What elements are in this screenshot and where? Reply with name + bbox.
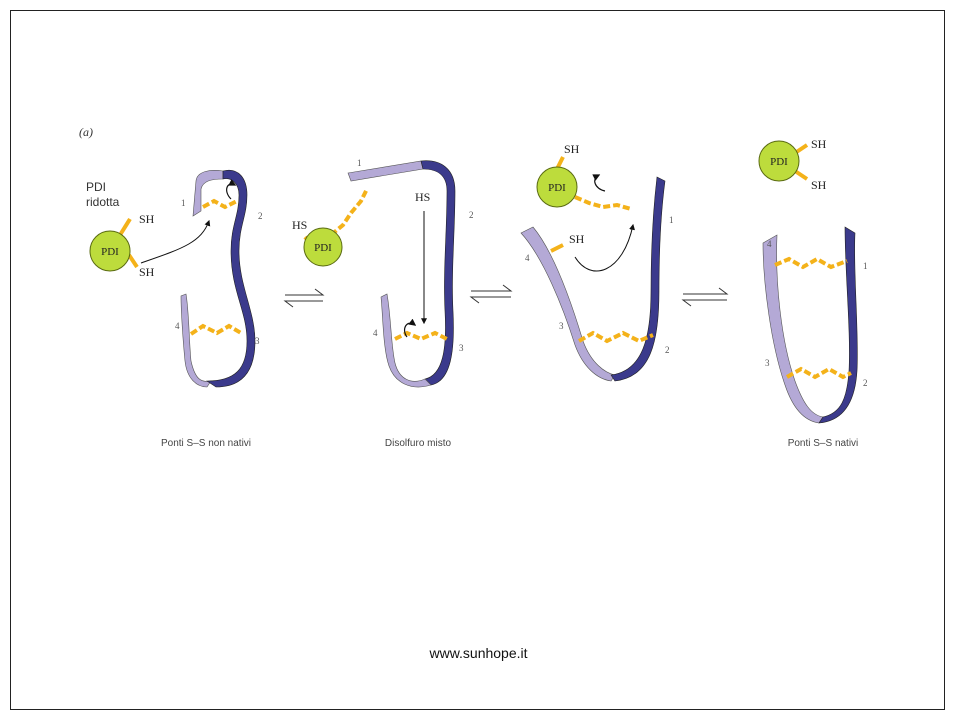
curly-arrow-top — [595, 175, 605, 191]
num-3: 3 — [459, 343, 464, 353]
strand-light-lower — [181, 294, 211, 387]
hs-pdi-label: HS — [292, 218, 307, 232]
sh-bottom-label: SH — [811, 178, 827, 192]
num-2: 2 — [258, 211, 263, 221]
strand-dark — [819, 227, 857, 423]
num-4: 4 — [767, 239, 772, 249]
pdi-sh-stub-bottom — [795, 171, 807, 179]
pdi-title-line1: PDI — [86, 180, 106, 194]
stage-1-nonnative: PDI ridotta PDI SH SH 1 2 4 3 Ponti S–S … — [86, 170, 263, 449]
pdi-label: PDI — [548, 182, 566, 194]
pdi-chain-bond — [575, 197, 631, 209]
equilibrium-arrow-2 — [471, 285, 511, 303]
pdi-label: PDI — [770, 156, 788, 168]
pdi-label: PDI — [314, 242, 332, 254]
num-3: 3 — [765, 358, 770, 368]
num-4: 4 — [175, 321, 180, 331]
num-2: 2 — [469, 210, 474, 220]
footer-url: www.sunhope.it — [11, 645, 945, 661]
disulfide-bond-3-2 — [579, 333, 653, 341]
sh-chain-stub — [551, 245, 563, 251]
strand-light — [521, 227, 615, 381]
disulfide-bond-4-3 — [191, 326, 241, 334]
attack-arrow — [141, 221, 209, 263]
pdi-title-line2: ridotta — [86, 195, 120, 209]
num-1: 1 — [863, 261, 868, 271]
num-1: 1 — [357, 158, 362, 168]
caption-mixed: Disolfuro misto — [385, 438, 452, 449]
num-3: 3 — [559, 321, 564, 331]
caption-native: Ponti S–S nativi — [788, 438, 859, 449]
equilibrium-arrow-1 — [285, 289, 323, 307]
pdi-chain-bond — [331, 189, 367, 235]
hs-chain-label: HS — [415, 190, 430, 204]
sh-pdi-label: SH — [564, 142, 580, 156]
curly-arrow — [227, 184, 235, 199]
sh-bottom-label: SH — [139, 265, 155, 279]
caption-nonnative: Ponti S–S non nativi — [161, 438, 251, 449]
slide: (a) PDI ridotta PDI SH SH 1 2 4 3 Ponti … — [10, 10, 945, 710]
num-2: 2 — [863, 378, 868, 388]
equilibrium-arrow-3 — [683, 288, 727, 306]
stage-4-native: PDI SH SH 4 1 3 2 Ponti S–S nativi — [759, 137, 868, 449]
num-2: 2 — [665, 345, 670, 355]
num-4: 4 — [525, 253, 530, 263]
stage-2-mixed-disulfide: PDI HS HS 1 2 4 3 Disolfuro misto — [292, 158, 474, 449]
num-4: 4 — [373, 328, 378, 338]
num-3: 3 — [255, 336, 260, 346]
sh-top-label: SH — [811, 137, 827, 151]
disulfide-bond-3-2 — [787, 369, 851, 377]
pdi-label: PDI — [101, 246, 119, 258]
num-1: 1 — [669, 215, 674, 225]
strand-light — [193, 170, 223, 216]
disulfide-bond-4-3 — [395, 333, 447, 339]
pdi-sh-stub-top — [120, 219, 130, 235]
sh-chain-label: SH — [569, 232, 585, 246]
disulfide-bond-4-1 — [775, 259, 847, 267]
stage-3: PDI SH SH 1 4 3 2 — [521, 142, 674, 381]
pdi-mechanism-diagram: (a) PDI ridotta PDI SH SH 1 2 4 3 Ponti … — [11, 11, 945, 710]
num-1: 1 — [181, 198, 186, 208]
sh-top-label: SH — [139, 212, 155, 226]
pdi-sh-stub-bottom — [129, 255, 137, 267]
disulfide-bond-1-2 — [203, 201, 237, 207]
panel-label: (a) — [79, 125, 93, 139]
